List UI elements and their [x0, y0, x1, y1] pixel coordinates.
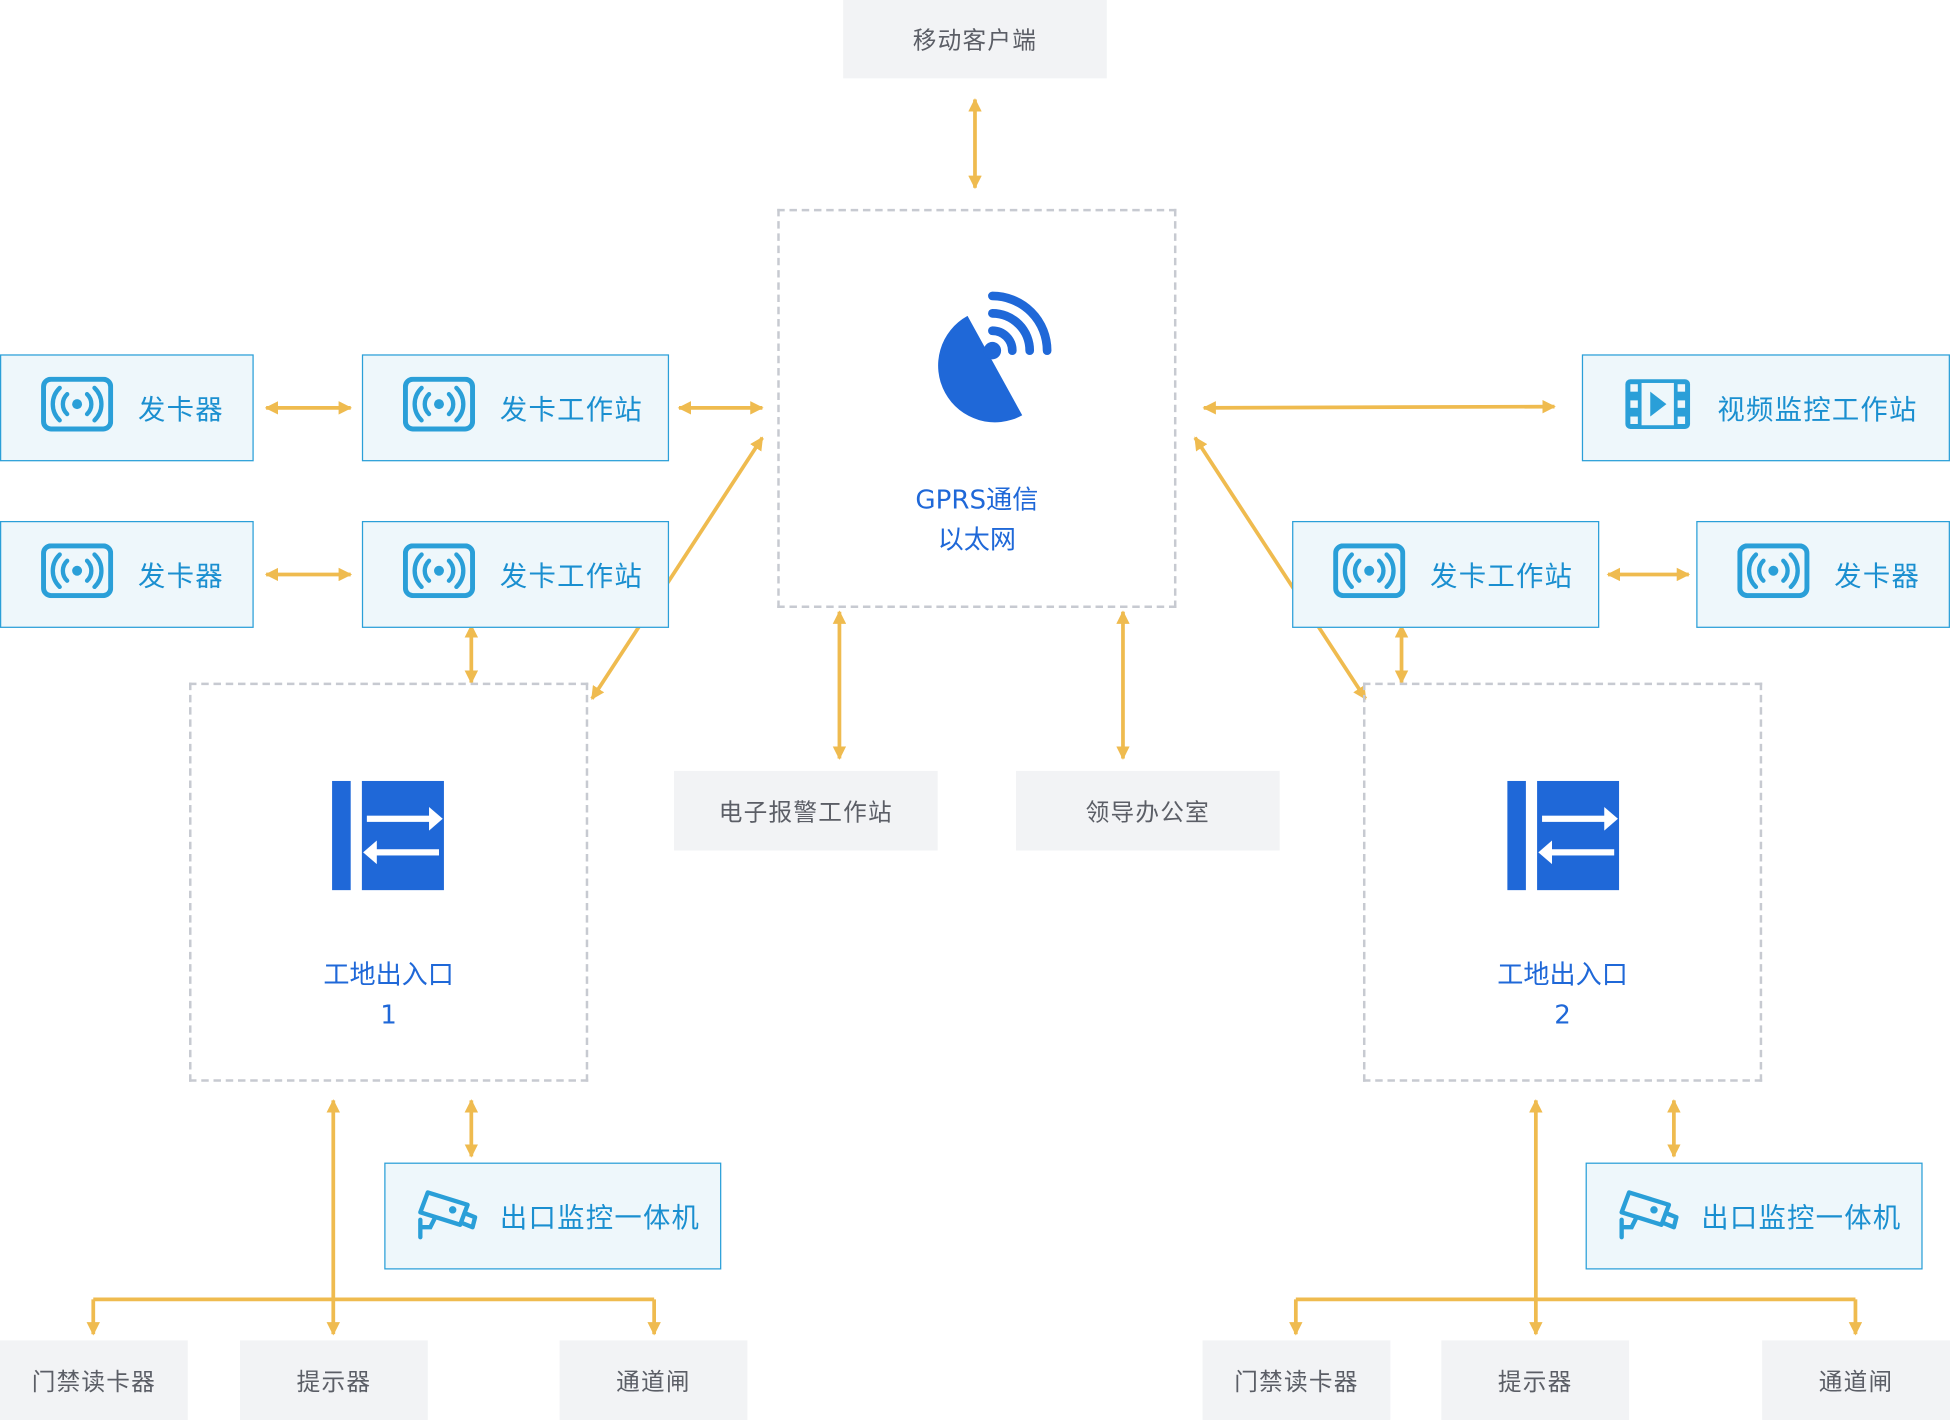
satellite-dish-icon — [938, 291, 1052, 423]
gate-box: 通道闸 — [559, 1340, 748, 1420]
site2-box — [1362, 682, 1763, 1082]
door-card-reader-box: 门禁读卡器 — [0, 1340, 188, 1420]
site2-label: 工地出入口 2 — [1363, 955, 1762, 1035]
card-reader-label: 发卡器 — [1834, 562, 1921, 594]
rfid-icon — [41, 376, 114, 439]
cctv-camera-icon — [415, 1185, 480, 1247]
hub-label-line2: 以太网 — [937, 524, 1017, 555]
hub-box — [777, 208, 1177, 609]
card-station-label: 发卡工作站 — [499, 395, 643, 427]
hub-label: GPRS通信 以太网 — [777, 480, 1176, 560]
turnstile-icon — [332, 780, 444, 891]
video-station-box: 视频监控工作站 — [1581, 354, 1950, 462]
gate-box: 通道闸 — [1762, 1340, 1950, 1420]
card-reader-box: 发卡器 — [0, 520, 254, 628]
alarm-station-box: 电子报警工作站 — [674, 770, 938, 851]
card-reader-box: 发卡器 — [0, 354, 254, 462]
door-card-reader-box: 门禁读卡器 — [1202, 1340, 1391, 1420]
exit-monitor-label: 出口监控一体机 — [499, 1203, 701, 1235]
card-reader-box: 发卡器 — [1696, 520, 1950, 628]
card-station-label: 发卡工作站 — [499, 562, 643, 594]
card-reader-label: 发卡器 — [138, 395, 224, 427]
site1-number: 1 — [380, 999, 397, 1030]
card-station-box: 发卡工作站 — [361, 354, 670, 462]
turnstile-icon — [1507, 780, 1620, 891]
prompter-box: 提示器 — [240, 1340, 428, 1420]
rfid-icon — [402, 543, 476, 605]
arrow-hub-site1 — [590, 436, 764, 700]
rfid-icon — [1737, 543, 1810, 605]
hub-label-line1: GPRS通信 — [915, 484, 1039, 515]
arrow-hub-video — [1202, 399, 1556, 415]
card-station-box: 发卡工作站 — [1292, 520, 1600, 628]
card-station-label: 发卡工作站 — [1430, 562, 1574, 594]
site2-number: 2 — [1554, 999, 1571, 1030]
film-video-icon — [1623, 377, 1693, 439]
mobile-client-box: 移动客户端 — [843, 0, 1107, 79]
rfid-icon — [41, 543, 114, 605]
prompter-box: 提示器 — [1441, 1340, 1630, 1420]
leader-office-box: 领导办公室 — [1016, 770, 1280, 851]
cctv-camera-icon — [1617, 1185, 1682, 1247]
site1-title: 工地出入口 — [323, 959, 454, 990]
exit-monitor-box: 出口监控一体机 — [1585, 1162, 1923, 1270]
site1-label: 工地出入口 1 — [189, 955, 588, 1035]
arrow-hub-site2 — [1193, 436, 1368, 700]
rfid-icon — [1333, 543, 1406, 605]
site2-title: 工地出入口 — [1497, 959, 1628, 990]
exit-monitor-label: 出口监控一体机 — [1701, 1203, 1902, 1235]
video-station-label: 视频监控工作站 — [1717, 395, 1918, 427]
card-reader-label: 发卡器 — [138, 562, 224, 594]
exit-monitor-box: 出口监控一体机 — [384, 1162, 722, 1270]
card-station-box: 发卡工作站 — [361, 520, 670, 628]
rfid-icon — [402, 376, 476, 439]
site1-box — [189, 682, 589, 1082]
